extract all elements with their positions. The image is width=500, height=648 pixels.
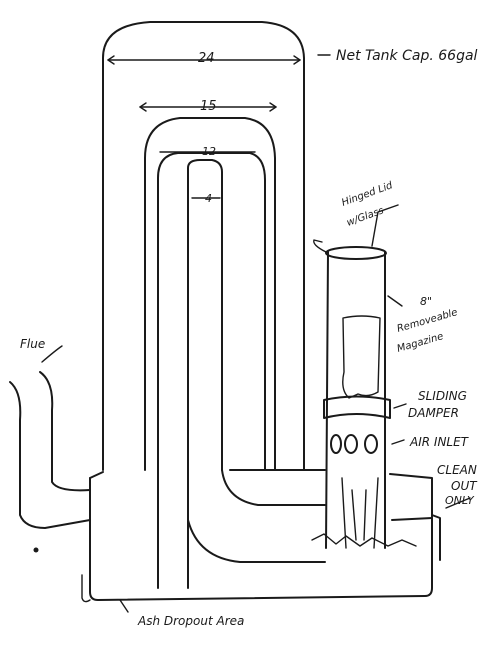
leader-air-inlet [391,439,405,445]
sliding-damper [323,395,391,419]
hinged-lid-label: Hinged Lid [340,180,395,209]
ash-debris [311,533,417,547]
clean-out-label-line1: CLEAN [437,463,477,477]
magazine-fuel [342,315,381,399]
base-box-top-left [89,471,104,479]
dim-middle-label: 15 [200,99,217,114]
air-inlet-hole-2 [344,434,358,454]
inner-pipe-outline [157,152,266,589]
tank-capacity-label: Net Tank Cap. 66gal [336,48,478,64]
outer-tank-outline [102,21,305,471]
air-inlet-hole-3 [364,434,378,454]
magazine-label-line2: Magazine [396,331,445,355]
dim-core-label: 4 [205,192,212,205]
dim-arrows-middle [139,102,277,112]
clean-out-label-line2: OUT [451,479,478,493]
leader-clean-out [445,497,471,509]
magazine-size-label: 8" [420,295,432,308]
elbow-outer [187,519,326,563]
magazine-label-line1: Removeable [396,307,459,335]
base-box-bottom-left [81,574,91,603]
core-pipe-outline [187,159,223,589]
dim-outer-label: 24 [198,51,215,66]
damper-label-line2: DAMPER [408,406,459,420]
middle-pipe-outline [144,117,276,471]
dim-inner-label: 12 [202,145,216,158]
flue-label: Flue [20,337,45,351]
leader-lid [371,204,399,247]
damper-label-line1: SLIDING [418,389,467,403]
leader-ash [119,599,129,613]
leader-magazine [387,295,403,307]
leader-flue [41,345,63,363]
leader-damper [393,403,407,409]
lid-glass-label: w/Glass [345,205,385,229]
air-inlet-hole-1 [330,434,342,454]
air-inlet-label: AIR INLET [409,435,470,449]
hinged-lid [325,246,387,260]
flue-pipe-inner [39,371,91,492]
lid-hinge [313,239,327,253]
dim-arrows-outer [107,55,301,65]
ash-dropout-label: Ash Dropout Area [137,614,244,628]
elbow-inner-curve [221,469,326,506]
ink-dot [33,547,39,553]
clean-out-door [391,514,441,561]
flue-pipe [9,381,91,529]
clean-out-label-line3: ONLY [445,494,475,507]
base-box-outline [89,473,433,601]
burn-column [341,477,379,549]
